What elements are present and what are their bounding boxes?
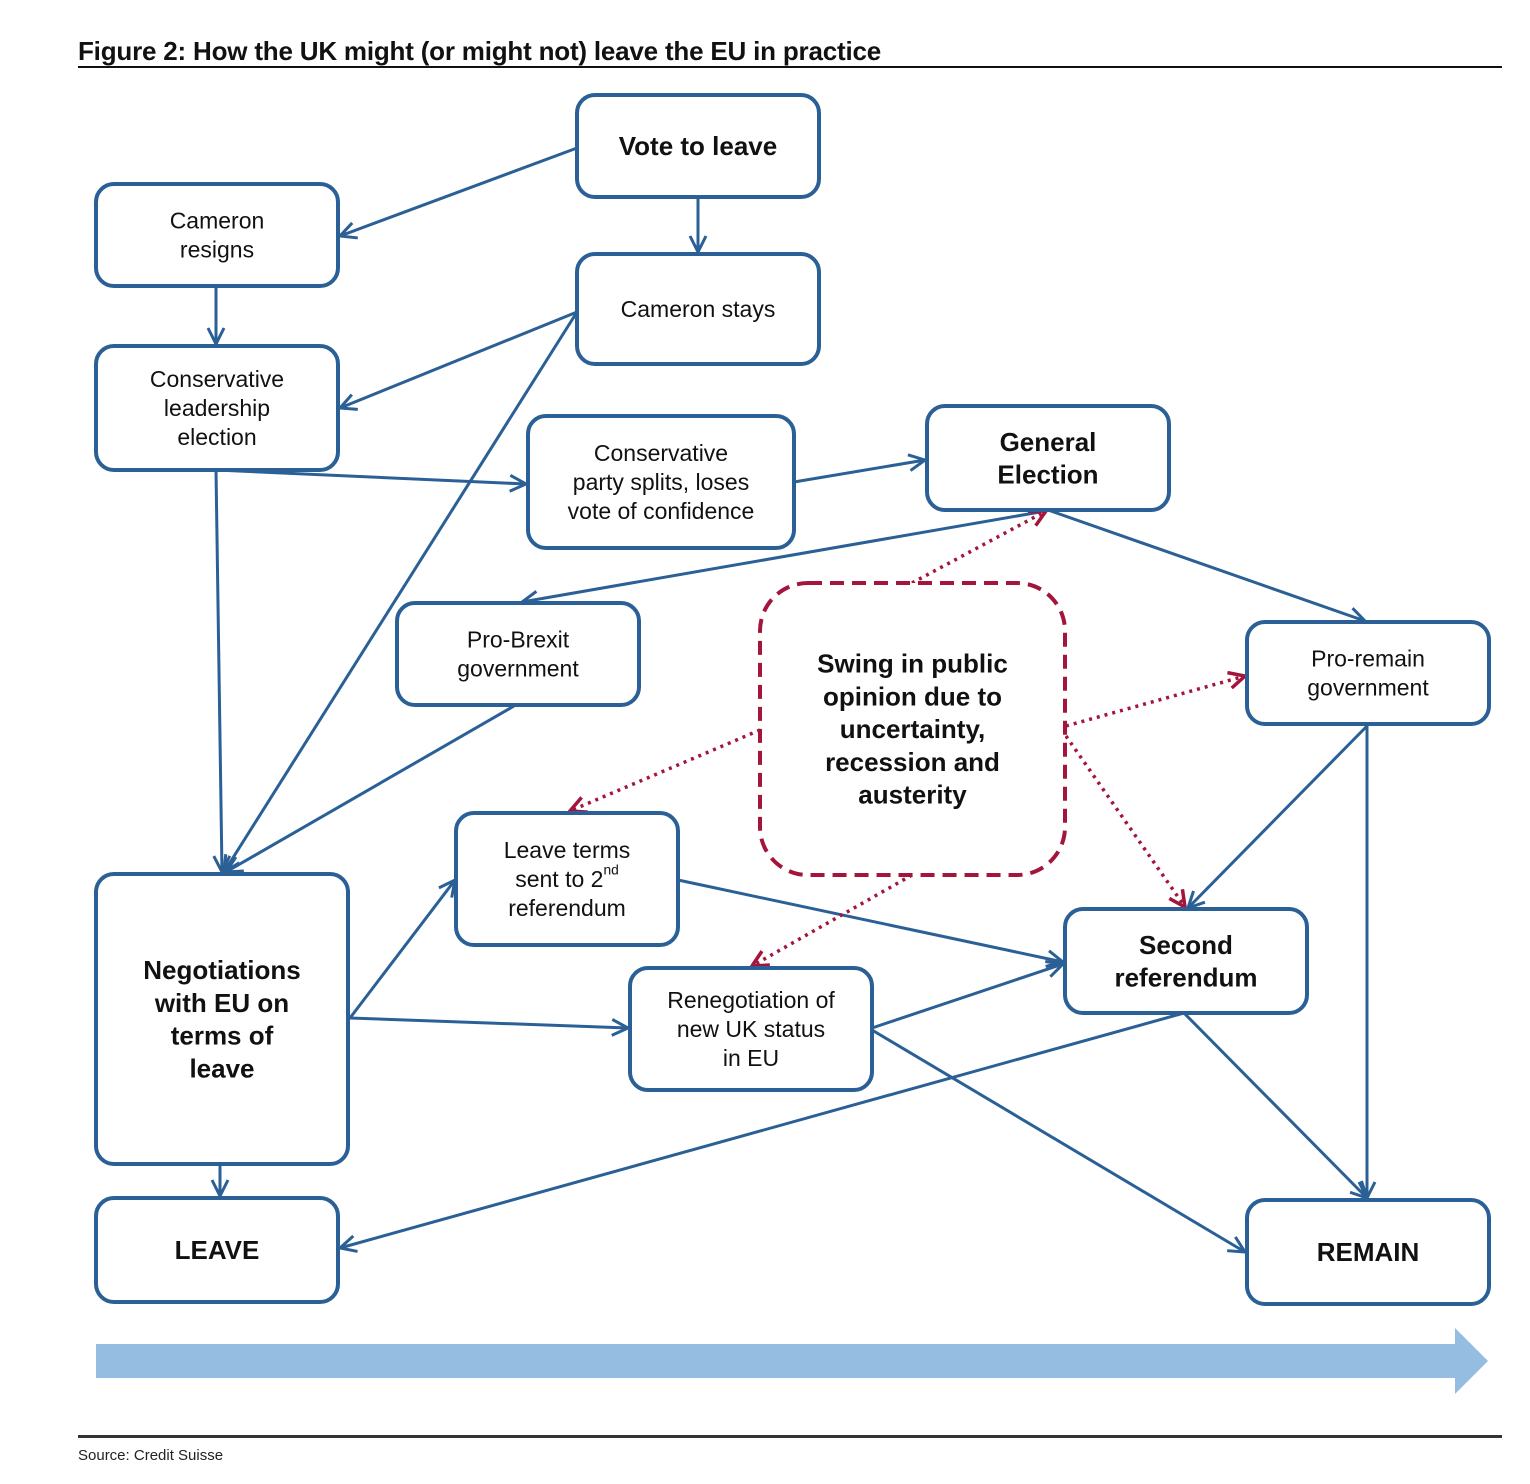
edge-renegotiation-to-second-referendum (871, 964, 1063, 1030)
node-leadership-election: Conservative leadership election (94, 344, 340, 472)
node-label-line: Second (1139, 930, 1233, 960)
node-label-line: Renegotiation of (667, 987, 835, 1013)
edge-swing-public-opinion-to-second-referendum (1064, 735, 1185, 907)
edge-negotiations-to-leave-terms-2nd-ref (348, 880, 455, 1019)
node-box (526, 414, 796, 550)
node-label-line: Cameron (170, 208, 265, 234)
figure-title: Figure 2: How the UK might (or might not… (78, 36, 881, 66)
node-label-line: resigns (180, 237, 254, 263)
node-label-line: Conservative (594, 440, 728, 466)
node-label-line: referendum (508, 895, 626, 921)
edge-general-election-to-pro-brexit-gov (522, 510, 1041, 602)
node-label-line: government (457, 656, 579, 682)
node-label-line: vote of confidence (568, 498, 755, 524)
node-label-line: government (1307, 675, 1429, 701)
node-box (454, 811, 680, 947)
bottom-rule (78, 1435, 1502, 1438)
node-vote-to-leave: Vote to leave (575, 93, 821, 199)
node-label-line: sent to 2nd (515, 862, 619, 892)
node-label-line: Conservative (150, 366, 284, 392)
node-label-line: Election (997, 460, 1098, 490)
node-label-line: General (1000, 427, 1097, 457)
node-cameron-stays: Cameron stays (575, 252, 821, 366)
node-party-splits: Conservative party splits, loses vote of c… (526, 414, 796, 550)
node-label-line: Cameron stays (621, 296, 776, 322)
node-remain: REMAIN (1245, 1198, 1491, 1306)
node-label-line: Leave terms (504, 837, 631, 863)
edge-party-splits-to-general-election (793, 460, 925, 484)
node-box (575, 93, 821, 199)
edge-renegotiation-to-remain (871, 1028, 1245, 1252)
node-box (1245, 620, 1491, 726)
superscript: nd (603, 862, 618, 877)
node-label-line: opinion due to (823, 681, 1002, 711)
edge-swing-public-opinion-to-renegotiation (752, 873, 913, 966)
node-box (94, 1196, 340, 1304)
node-label-line: Swing in public (817, 649, 1008, 679)
edge-general-election-to-pro-remain-gov (1047, 508, 1365, 621)
node-label-line: in EU (723, 1045, 779, 1071)
timeline-layer (96, 1328, 1488, 1394)
node-label-line: Pro-Brexit (467, 627, 570, 653)
node-label-line: Vote to leave (619, 131, 777, 161)
edge-vote-to-leave-to-cameron-resigns (340, 146, 578, 236)
timeline-arrow (96, 1328, 1488, 1394)
edge-second-referendum-to-leave (340, 1011, 1185, 1248)
node-box (925, 404, 1171, 512)
node-box (758, 581, 1067, 877)
edge-second-referendum-to-remain (1182, 1011, 1367, 1198)
node-box (1245, 1198, 1491, 1306)
edges-layer (215, 146, 1369, 1252)
node-cameron-resigns: Cameron resigns (94, 182, 340, 288)
node-label-line: leave (189, 1053, 254, 1083)
node-label-line: election (177, 424, 256, 450)
edge-leadership-election-to-negotiations (216, 469, 222, 872)
edge-leave-terms-2nd-ref-to-second-referendum (677, 878, 1063, 962)
node-label-line: uncertainty, (840, 714, 985, 744)
node-label-line: Pro-remain (1311, 646, 1425, 672)
node-box (575, 252, 821, 366)
edge-pro-remain-gov-to-second-referendum (1188, 724, 1369, 908)
edge-swing-public-opinion-to-leave-terms-2nd-ref (570, 728, 761, 811)
source-note: Source: Credit Suisse (78, 1447, 224, 1464)
node-box (395, 601, 641, 707)
node-label-line: with EU on (154, 988, 289, 1018)
node-label-line: austerity (858, 780, 967, 810)
node-label-line: Negotiations (143, 955, 300, 985)
node-pro-remain-gov: Pro-remain government (1245, 620, 1491, 726)
node-box (94, 344, 340, 472)
node-leave: LEAVE (94, 1196, 340, 1304)
node-box (628, 966, 874, 1092)
edge-leadership-election-to-party-splits (215, 468, 526, 484)
node-renegotiation: Renegotiation of new UK status in EU (628, 966, 874, 1092)
edge-pro-brexit-gov-to-negotiations (226, 704, 515, 872)
edge-cameron-stays-to-negotiations (224, 311, 579, 872)
node-label-line: leadership (164, 395, 270, 421)
node-pro-brexit-gov: Pro-Brexit government (395, 601, 641, 707)
node-label-line: party splits, loses (573, 469, 749, 495)
node-label-line: LEAVE (175, 1235, 260, 1265)
edge-swing-public-opinion-to-pro-remain-gov (1065, 676, 1245, 728)
edge-negotiations-to-renegotiation (349, 1016, 628, 1028)
node-box (94, 872, 350, 1166)
node-label-line: referendum (1114, 963, 1257, 993)
node-label-line: REMAIN (1317, 1237, 1420, 1267)
edge-swing-public-opinion-to-general-election (911, 511, 1046, 585)
title-rule (78, 66, 1502, 68)
node-box (94, 182, 340, 288)
node-label-line: recession and (825, 747, 1000, 777)
node-box (1063, 907, 1309, 1015)
edge-cameron-stays-to-leadership-election (340, 310, 578, 408)
node-label-line: terms of (171, 1021, 274, 1051)
node-label-line: new UK status (677, 1016, 825, 1042)
